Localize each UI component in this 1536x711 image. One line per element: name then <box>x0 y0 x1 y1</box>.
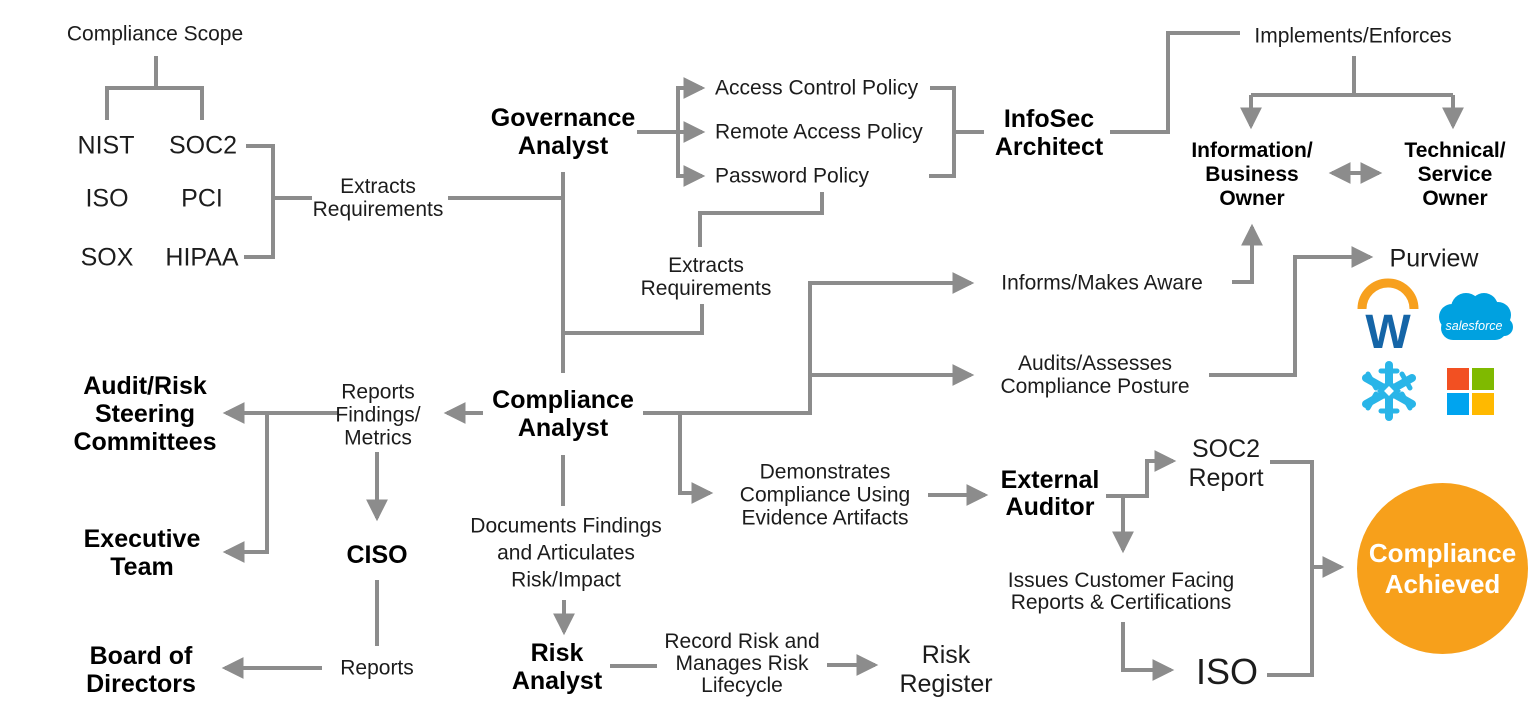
salesforce-logo: salesforce <box>1439 293 1513 340</box>
label-record-risk-lifecycle: Record Risk and Manages Risk Lifecycle <box>664 630 820 697</box>
salesforce-wordmark: salesforce <box>1446 319 1503 333</box>
label-compliance-scope: Compliance Scope <box>66 22 244 46</box>
compliance-achieved-label: Compliance Achieved <box>1368 537 1517 599</box>
label-demonstrates-compliance: Demonstrates Compliance Using Evidence A… <box>739 460 911 530</box>
label-external-auditor: External Auditor <box>1000 466 1100 521</box>
workday-logo: W <box>1357 278 1419 359</box>
label-remote-access-policy: Remote Access Policy <box>715 120 923 144</box>
label-board-of-directors: Board of Directors <box>86 642 196 698</box>
label-iso-certification: ISO <box>1195 651 1259 692</box>
label-implements-enforces: Implements/Enforces <box>1254 24 1452 48</box>
label-soc2-report: SOC2 Report <box>1188 435 1264 492</box>
label-issues-customer-facing: Issues Customer Facing Reports & Certifi… <box>1007 569 1235 614</box>
label-sox: SOX <box>80 243 134 272</box>
microsoft-logo <box>1447 368 1494 415</box>
label-informs-makes-aware: Informs/Makes Aware <box>1001 271 1203 295</box>
label-nist: NIST <box>77 131 135 160</box>
label-risk-register: Risk Register <box>899 641 993 698</box>
label-soc2: SOC2 <box>168 131 238 160</box>
label-access-control-policy: Access Control Policy <box>715 76 919 100</box>
label-purview: Purview <box>1389 244 1479 273</box>
compliance-achieved-badge: Compliance Achieved <box>1357 483 1528 654</box>
label-governance-analyst: Governance Analyst <box>490 104 636 160</box>
label-reports-findings-metrics: Reports Findings/ Metrics <box>335 380 421 450</box>
label-iso: ISO <box>85 184 129 213</box>
workday-w-glyph: W <box>1365 306 1411 359</box>
label-technical-service-owner: Technical/ Service Owner <box>1404 139 1506 210</box>
label-infosec-architect: InfoSec Architect <box>994 105 1104 161</box>
label-risk-analyst: Risk Analyst <box>511 639 603 695</box>
label-password-policy: Password Policy <box>715 164 870 188</box>
label-executive-team: Executive Team <box>83 525 201 581</box>
label-reports: Reports <box>340 656 414 680</box>
label-documents-findings: Documents Findings and Articulates Risk/… <box>470 514 662 592</box>
label-compliance-analyst: Compliance Analyst <box>492 386 634 442</box>
snowflake-logo <box>1362 361 1416 421</box>
label-audits-assesses: Audits/Assesses Compliance Posture <box>1000 352 1190 398</box>
label-ciso: CISO <box>346 541 408 569</box>
label-extracts-requirements-1: Extracts Requirements <box>312 175 444 221</box>
label-information-business-owner: Information/ Business Owner <box>1191 139 1313 210</box>
diagram-edges <box>105 31 1464 681</box>
label-pci: PCI <box>181 184 223 213</box>
label-audit-risk-steering-committees: Audit/Risk Steering Committees <box>73 372 217 456</box>
label-extracts-requirements-2: Extracts Requirements <box>640 254 772 300</box>
label-hipaa: HIPAA <box>165 243 239 272</box>
